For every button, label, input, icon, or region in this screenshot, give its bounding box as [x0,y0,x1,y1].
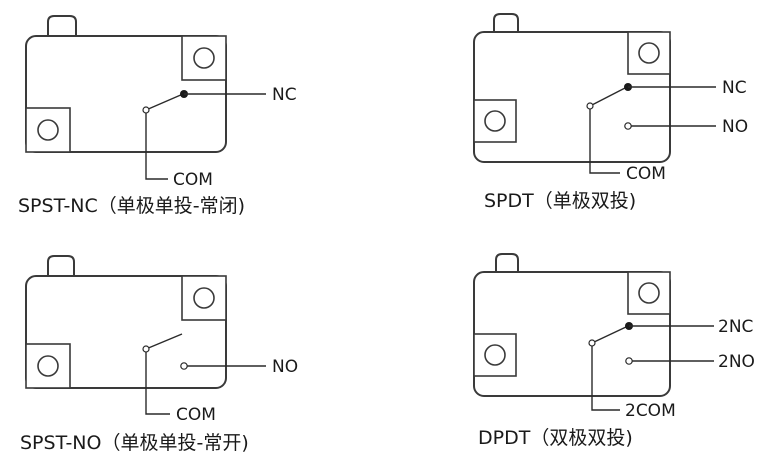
switch-body [25,255,227,389]
com-lead [145,113,168,180]
pivot-contact [142,106,150,114]
caption-spst-nc: SPST-NC（单极单投-常闭) [18,195,245,217]
pivot-contact [586,102,594,110]
no-contact [625,357,633,365]
com-lead [589,109,620,174]
switch-lever [145,93,184,111]
terminal-label-no: NO [722,117,748,137]
terminal-label-2nc: 2NC [718,317,753,337]
switch-contacts [142,333,266,415]
caption-spdt: SPDT（单极双投) [484,190,636,212]
com-lead [145,352,170,415]
switch-contacts [586,83,716,174]
pivot-contact [142,345,150,353]
panel-spdt: NC NO COM SPDT（单极双投) [473,13,748,212]
caption-spst-no: SPST-NO（单极单投-常开) [20,432,249,454]
switch-lever [591,326,627,344]
switch-contacts [588,322,714,411]
pivot-contact [588,339,596,347]
com-lead [591,346,620,411]
terminal-label-com: COM [176,405,216,425]
terminal-label-com: COM [173,170,213,190]
terminal-label-com: COM [626,164,666,184]
panel-spst-no: NO COM SPST-NO（单极单投-常开) [20,255,298,454]
panel-dpdt: 2NC 2NO 2COM DPDT（双极双投) [473,253,755,449]
switch-body [25,15,227,153]
terminal-label-nc: NC [722,78,747,98]
terminal-label-2com: 2COM [625,401,676,421]
terminal-label-nc: NC [272,85,297,105]
switch-body [473,253,671,397]
panel-spst-nc: NC COM SPST-NC（单极单投-常闭) [18,15,297,217]
caption-dpdt: DPDT（双极双投) [478,427,633,449]
no-contact [624,122,632,130]
no-contact [180,362,188,370]
switch-lever [145,333,183,350]
terminal-label-no: NO [272,357,298,377]
switch-lever [589,87,626,107]
switch-body [473,13,671,163]
terminal-label-2no: 2NO [718,352,755,372]
switch-contacts [142,90,266,180]
